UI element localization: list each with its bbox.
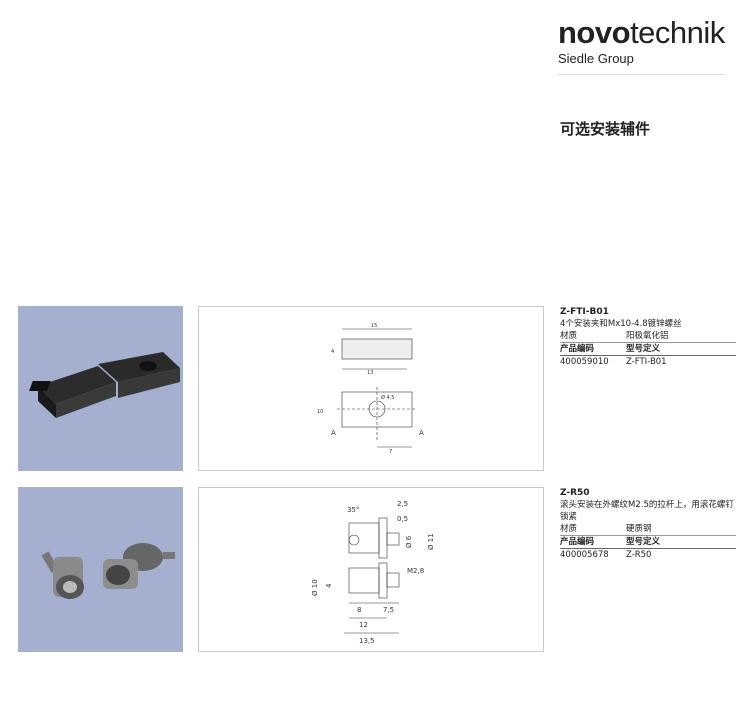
- material-label: 材质: [560, 331, 578, 341]
- svg-text:Ø 6: Ø 6: [405, 535, 413, 548]
- svg-text:10: 10: [317, 409, 323, 415]
- svg-text:A: A: [331, 429, 336, 437]
- svg-text:Ø 4,5: Ø 4,5: [381, 394, 394, 401]
- product-code: Z-FTI-B01: [560, 307, 609, 317]
- technical-drawing-z-r50: 35° 2,5 0,5 Ø 6 Ø 11 M2,8 Ø 10 4 8 7,5 1…: [198, 487, 544, 652]
- product-code: Z-R50: [560, 488, 590, 498]
- table-row: 400059010 Z-FTI-B01: [560, 356, 736, 368]
- product-description: 滚头安装在外螺纹M2.5的拉杆上，用滚花螺钉锁紧: [560, 500, 734, 522]
- svg-text:Ø 11: Ø 11: [427, 533, 435, 550]
- svg-text:13,5: 13,5: [359, 637, 375, 645]
- svg-text:7,5: 7,5: [383, 606, 394, 614]
- svg-text:Ø 10: Ø 10: [311, 579, 319, 596]
- svg-text:M2,8: M2,8: [407, 567, 424, 575]
- logo-brand-bold: novo: [558, 15, 631, 50]
- table-row: 400005678 Z-R50: [560, 549, 736, 561]
- svg-text:13: 13: [367, 370, 373, 376]
- material-value: 硬质钢: [626, 524, 652, 534]
- svg-text:A: A: [419, 429, 424, 437]
- novotechnik-logo: novotechnik Siedle Group: [558, 15, 725, 75]
- svg-text:4: 4: [325, 583, 333, 588]
- product-photo-z-fti-b01: [18, 306, 183, 471]
- part-number: 400059010: [560, 357, 609, 367]
- material-label: 材质: [560, 524, 578, 534]
- material-row: 材质 阳极氧化铝: [560, 330, 736, 343]
- col-type: 型号定义: [626, 537, 661, 547]
- col-code: 产品编码: [560, 344, 595, 354]
- col-type: 型号定义: [626, 344, 661, 354]
- type-value: Z-R50: [626, 550, 652, 560]
- svg-text:4: 4: [331, 349, 334, 355]
- logo-subtitle: Siedle Group: [558, 51, 634, 66]
- svg-text:12: 12: [359, 621, 368, 629]
- svg-text:35°: 35°: [347, 506, 359, 514]
- logo-brand-light: technik: [630, 15, 725, 50]
- material-row: 材质 硬质钢: [560, 523, 736, 536]
- logo-divider: [558, 74, 725, 75]
- svg-text:7: 7: [389, 449, 392, 455]
- material-value: 阳极氧化铝: [626, 331, 669, 341]
- svg-text:2,5: 2,5: [397, 500, 408, 508]
- svg-text:8: 8: [357, 606, 361, 614]
- table-header: 产品编码 型号定义: [560, 343, 736, 356]
- technical-drawing-z-fti-b01: 15 13 4 Ø 4,5 A A 10 7: [198, 306, 544, 471]
- part-number: 400005678: [560, 550, 609, 560]
- product-info-z-r50: Z-R50 滚头安装在外螺纹M2.5的拉杆上，用滚花螺钉锁紧 材质 硬质钢 产品编…: [560, 487, 736, 561]
- page-title: 可选安装辅件: [560, 120, 651, 138]
- product-info-z-fti-b01: Z-FTI-B01 4个安装夹和Mx10-4.8镀锌螺丝 材质 阳极氧化铝 产品编…: [560, 306, 736, 368]
- table-header: 产品编码 型号定义: [560, 536, 736, 549]
- col-code: 产品编码: [560, 537, 595, 547]
- svg-text:15: 15: [371, 323, 377, 329]
- type-value: Z-FTI-B01: [626, 357, 667, 367]
- product-description: 4个安装夹和Mx10-4.8镀锌螺丝: [560, 319, 682, 329]
- svg-text:0,5: 0,5: [397, 515, 408, 523]
- product-photo-z-r50: [18, 487, 183, 652]
